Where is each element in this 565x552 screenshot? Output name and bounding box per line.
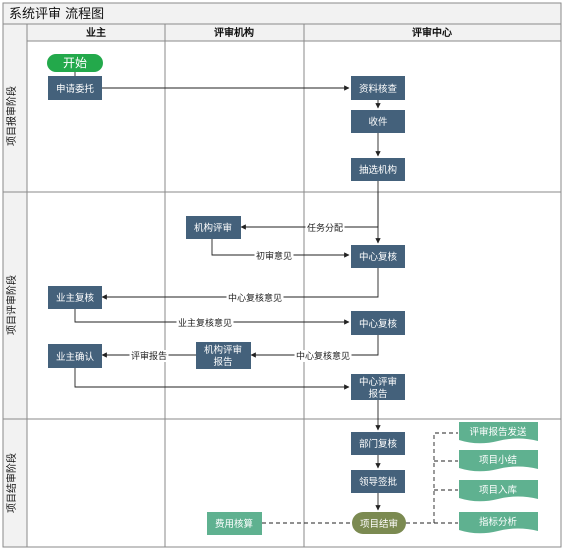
node-agency-review-label: 机构评审: [194, 222, 232, 234]
node-fee-check: [207, 512, 262, 535]
node-data-check: [351, 76, 405, 100]
start-node: [47, 54, 103, 72]
node-apply: [48, 76, 102, 100]
node-owner-recheck: [48, 286, 102, 309]
lane-header-row: [26, 23, 562, 42]
node-receive: [351, 110, 405, 133]
node-center-recheck-1-label: 中心复核: [359, 251, 398, 263]
node-center-report-label-1: 中心评审: [359, 376, 397, 388]
node-leader-sign: [351, 470, 405, 493]
phase-label-close: 项目结审阶段: [5, 453, 18, 513]
edge-center-opinion2: [250, 335, 379, 358]
node-center-report-label-2: 报告: [368, 388, 387, 400]
edge-label-backing: [176, 317, 234, 329]
edge-label-backing: [254, 250, 294, 262]
edge-confirm-centerreport: [74, 368, 350, 390]
node-agency-report-label-1: 机构评审: [204, 344, 242, 356]
node-select-agency: [351, 158, 405, 181]
node-leader-sign-label: 领导签批: [359, 476, 398, 488]
document-shapes: 评审报告发送 项目小结 项目入库 指标分析: [459, 422, 538, 534]
label-center-opinion2: 中心复核意见: [296, 350, 350, 362]
lane-header-agency: 评审机构: [214, 26, 254, 39]
node-project-close-label: 项目结审: [360, 518, 398, 530]
doc-report-send-label: 评审报告发送: [469, 426, 527, 438]
node-agency-report-label-2: 报告: [213, 356, 232, 368]
lane-header-center: 评审中心: [412, 26, 452, 39]
lane-header-owner: 业主: [86, 26, 106, 39]
label-center-opinion1: 中心复核意见: [228, 292, 282, 304]
node-owner-confirm-label: 业主确认: [56, 351, 95, 363]
node-agency-review: [186, 216, 241, 239]
doc-indicator-label: 指标分析: [479, 516, 518, 528]
phase-label-report: 项目报审阶段: [5, 86, 18, 146]
edge-label-backing: [294, 350, 352, 362]
connectors: [72, 72, 381, 511]
node-center-recheck-1: [351, 245, 405, 268]
phase-column: [2, 23, 28, 548]
edge-close-docs: [406, 432, 458, 524]
label-owner-opinion: 业主复核意见: [178, 317, 232, 329]
doc-indicator: [459, 512, 538, 534]
edge-initial-opinion: [211, 239, 350, 258]
edge-owner-opinion: [74, 309, 350, 325]
label-initial-opinion: 初审意见: [256, 250, 292, 262]
node-owner-recheck-label: 业主复核: [56, 292, 95, 304]
node-dept-recheck: [351, 432, 405, 455]
node-dept-recheck-label: 部门复核: [359, 438, 398, 450]
node-owner-confirm: [48, 344, 102, 368]
phase-label-review: 项目评审阶段: [5, 275, 18, 335]
node-data-check-label: 资料核查: [359, 83, 398, 95]
doc-summary-label: 项目小结: [479, 454, 517, 466]
doc-storage-label: 项目入库: [479, 484, 518, 496]
node-fee-check-label: 费用核算: [215, 518, 253, 530]
node-project-close: [352, 512, 406, 534]
edge-label-backing: [305, 222, 345, 234]
process-boxes: 申请委托 资料核查 收件 抽选机构 机构评审 中心复核 业主复核 中心复核 业主…: [48, 76, 405, 535]
node-receive-label: 收件: [368, 116, 388, 128]
start-label: 开始: [63, 56, 87, 70]
node-center-recheck-2: [351, 311, 405, 335]
doc-storage: [459, 480, 538, 502]
edge-label-backing: [226, 292, 284, 304]
node-center-recheck-2-label: 中心复核: [359, 318, 398, 330]
node-apply-label: 申请委托: [56, 83, 95, 95]
node-select-agency-label: 抽选机构: [359, 164, 397, 176]
label-review-report: 评审报告: [131, 350, 167, 362]
edge-center-opinion1: [101, 268, 379, 300]
doc-summary: [459, 450, 538, 472]
dashed-connectors: [262, 432, 458, 524]
node-agency-report: [196, 342, 251, 369]
label-task-assign: 任务分配: [307, 222, 343, 234]
node-center-report: [351, 374, 405, 400]
edge-task-assign: [240, 192, 379, 230]
diagram-title: 系统评审 流程图: [9, 7, 104, 22]
doc-report-send: [459, 422, 538, 444]
edge-label-backing: [129, 350, 169, 362]
